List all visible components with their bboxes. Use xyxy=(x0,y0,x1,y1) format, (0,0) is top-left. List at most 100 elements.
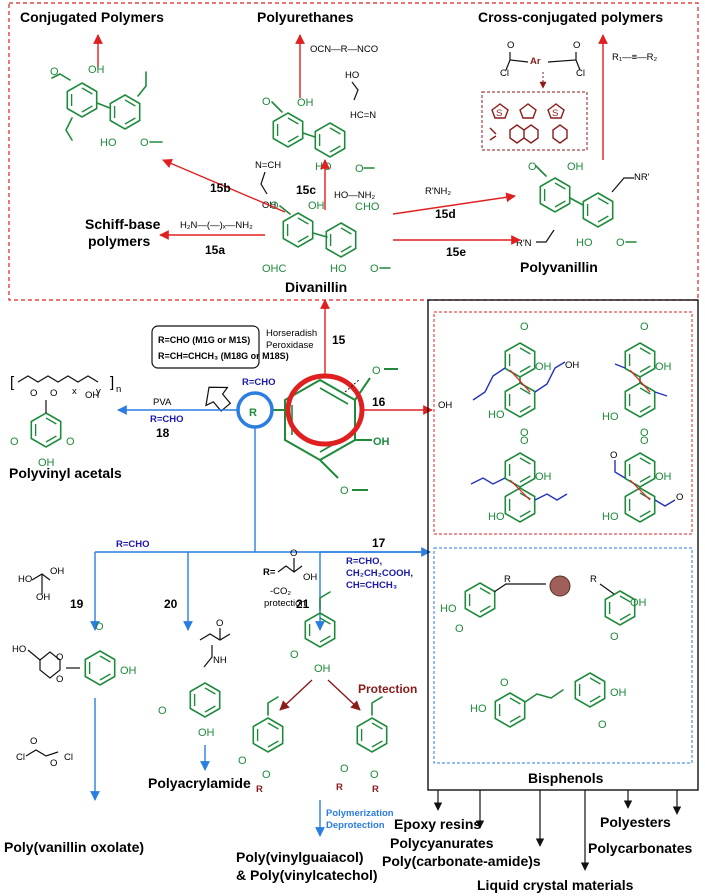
conjugated-polymers-title: Conjugated Polymers xyxy=(20,9,164,25)
pva-reagent: PVA xyxy=(153,397,172,408)
label-15d: 15d xyxy=(435,207,456,221)
svg-text:S: S xyxy=(552,108,558,119)
svg-text:O: O xyxy=(140,137,149,149)
svg-text:OH: OH xyxy=(198,727,215,739)
top-region-box xyxy=(8,2,699,301)
liquid-crystal-label: Liquid crystal materials xyxy=(477,877,634,893)
svg-text:S: S xyxy=(496,108,502,119)
aryl-options-box xyxy=(481,91,588,151)
protected-guaiacol-structure: O O R xyxy=(238,696,284,795)
svg-text:O: O xyxy=(95,621,104,633)
svg-text:x: x xyxy=(72,386,77,397)
svg-text:O: O xyxy=(66,436,75,448)
svg-text:OH: OH xyxy=(50,566,64,577)
svg-text:HO: HO xyxy=(602,511,619,523)
svg-text:O: O xyxy=(290,548,297,559)
aryl-options: S S xyxy=(489,103,568,144)
r-cho-condition-18: R=CHO xyxy=(150,414,184,425)
svg-text:O: O xyxy=(573,40,580,51)
ethanolamine-reagent: HO—NH₂ xyxy=(334,190,375,201)
svg-text:OH: OH xyxy=(567,161,584,173)
bisphenols-box xyxy=(427,299,699,791)
legend-line-1: R=CHO (M1G or M1S) xyxy=(158,335,250,345)
svg-text:NH: NH xyxy=(213,655,227,666)
svg-text:HO: HO xyxy=(345,70,359,81)
epoxy-resins-label: Epoxy resins xyxy=(394,816,481,832)
svg-text:OH: OH xyxy=(85,390,99,401)
dimer-subbox xyxy=(433,311,693,535)
svg-text:OH: OH xyxy=(610,687,627,699)
central-oh-label: OH xyxy=(373,436,390,448)
svg-text:OH: OH xyxy=(314,663,331,675)
svg-text:OH: OH xyxy=(535,471,552,483)
polycarbonates-label: Polycarbonates xyxy=(588,840,692,856)
divanillin-structure: O OH CHO OHC HO O xyxy=(262,200,391,275)
svg-text:OH: OH xyxy=(655,361,672,373)
svg-text:R: R xyxy=(590,574,597,585)
svg-text:R=: R= xyxy=(263,567,276,578)
svg-text:OH: OH xyxy=(438,400,452,411)
svg-text:O: O xyxy=(520,321,529,333)
svg-text:O: O xyxy=(30,736,37,747)
label-17: 17 xyxy=(372,536,386,550)
polyvinyl-acetals-label: Polyvinyl acetals xyxy=(9,465,122,481)
decarboxylation-line2: protection xyxy=(264,598,306,609)
hollow-arrow-icon xyxy=(205,386,232,412)
divanillin-label: Divanillin xyxy=(285,279,347,295)
svg-text:O: O xyxy=(598,719,607,731)
svg-text:y: y xyxy=(96,386,101,397)
stilbene-bisphenol-structure: HO O OH O xyxy=(470,672,627,731)
svg-text:HO: HO xyxy=(488,511,505,523)
polyesters-label: Polyesters xyxy=(600,814,671,830)
svg-text:O: O xyxy=(455,623,464,635)
svg-text:R'N: R'N xyxy=(516,238,532,249)
diol-reagent-structure: HO OH OH xyxy=(18,566,64,603)
label-21: 21 xyxy=(296,597,310,611)
r-list-2: CH₂CH₂COOH, xyxy=(346,568,413,579)
svg-text:OH: OH xyxy=(630,597,647,609)
svg-text:HO: HO xyxy=(100,137,117,149)
arrow-15d xyxy=(392,192,516,215)
horseradish-line2: Peroxidase xyxy=(266,340,314,351)
svg-text:Cl: Cl xyxy=(64,752,73,763)
svg-text:O: O xyxy=(610,631,619,643)
svg-text:O: O xyxy=(238,755,247,767)
svg-text:HO: HO xyxy=(12,644,26,655)
svg-text:O: O xyxy=(50,66,59,78)
schiff-label-2: polymers xyxy=(88,233,150,249)
svg-text:Cl: Cl xyxy=(576,68,585,79)
bisphenol-r-linked-structure: R R HO O OH O xyxy=(440,574,647,643)
arrow-protection-right xyxy=(327,679,361,711)
svg-text:O: O xyxy=(528,161,537,173)
divinyl-biphenyl-structure: O OH HO O xyxy=(50,64,163,149)
cross-conjugated-title: Cross-conjugated polymers xyxy=(478,9,663,25)
svg-text:O: O xyxy=(340,763,349,775)
poly-vinylcatechol-label: & Poly(vinylcatechol) xyxy=(236,867,378,883)
alkyne-reagent: R₁—≡—R₂ xyxy=(612,52,657,63)
protection-label: Protection xyxy=(358,682,417,696)
poly-vanillin-oxolate-label: Poly(vanillin oxolate) xyxy=(4,839,144,855)
acrylic-acid-reagent: R= O OH xyxy=(263,548,317,583)
dimer-methyl-structure: OH HO O O xyxy=(602,321,672,439)
svg-text:CHO: CHO xyxy=(355,201,380,213)
polyvanillin-structure: O OH NR' R'N HO O xyxy=(516,161,650,249)
label-15a: 15a xyxy=(205,243,225,257)
svg-text:O: O xyxy=(56,674,63,685)
svg-text:OH: OH xyxy=(120,665,137,677)
svg-text:O: O xyxy=(340,485,349,497)
poly-vinylguaiacol-label: Poly(vinylguaiacol) xyxy=(236,849,364,865)
label-19: 19 xyxy=(70,597,84,611)
bisphenols-label: Bisphenols xyxy=(528,770,604,786)
svg-text:O: O xyxy=(640,427,649,439)
svg-text:Ar: Ar xyxy=(530,56,541,67)
acrylamide-structure: O NH O OH xyxy=(158,618,231,739)
svg-text:O: O xyxy=(56,652,63,663)
polyurethanes-title: Polyurethanes xyxy=(257,9,354,25)
svg-text:R: R xyxy=(256,784,263,795)
svg-text:O: O xyxy=(290,649,299,661)
arrow-protection-left xyxy=(279,679,313,711)
dimer-propanol-structure: OH OH OH HO O O xyxy=(438,321,579,439)
svg-text:O: O xyxy=(355,163,364,175)
schiff-label-1: Schiff-base xyxy=(85,216,161,232)
svg-text:O: O xyxy=(216,618,223,629)
